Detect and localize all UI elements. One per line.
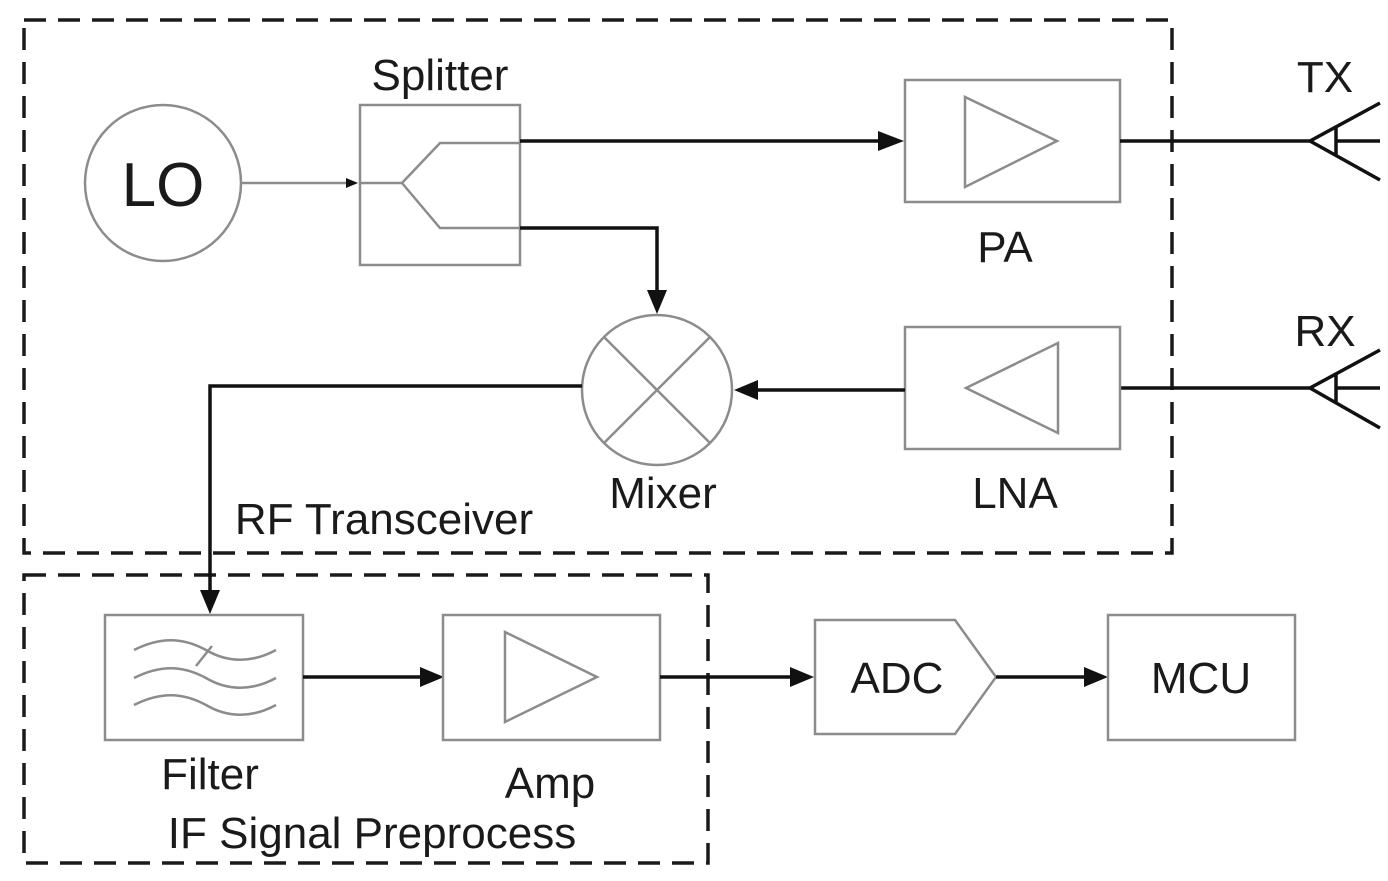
adc-label: ADC — [851, 654, 944, 703]
splitter-to-mixer-line — [520, 226, 659, 292]
filter-label: Filter — [161, 750, 259, 799]
mixer-to-filter-arrow-head — [200, 590, 220, 614]
filter-wave-icon — [133, 639, 277, 716]
lna-to-mixer-arrow-head — [734, 380, 758, 400]
splitter-to-mixer-arrow-head — [647, 290, 667, 314]
filter-to-amp-arrow-head — [420, 667, 444, 687]
amp-block — [441, 613, 662, 742]
amp-label: Amp — [505, 759, 595, 808]
pa-label: PA — [977, 223, 1033, 272]
mixer-label: Mixer — [609, 469, 717, 518]
rx-label: RX — [1294, 307, 1355, 356]
adc-block — [813, 618, 998, 736]
lo-label: LO — [122, 151, 205, 220]
splitter-label: Splitter — [372, 51, 509, 100]
splitter-to-pa-arrow-head — [878, 131, 904, 151]
lna-block — [903, 325, 1122, 451]
tx-antenna-icon — [1309, 101, 1381, 182]
lo-arrow-head — [346, 178, 358, 188]
amp-to-adc-arrow-head — [790, 667, 814, 687]
lna-label: LNA — [972, 469, 1058, 518]
rf-transceiver-label: RF Transceiver — [235, 495, 533, 544]
amp-amplifier-icon — [503, 629, 600, 725]
rx-antenna-icon — [1309, 348, 1381, 430]
mixer-to-filter-line — [208, 384, 582, 592]
mixer-symbol — [603, 336, 711, 444]
rf-transceiver-group — [22, 18, 1174, 555]
pa-amplifier-icon — [963, 95, 1060, 190]
mcu-label: MCU — [1151, 654, 1251, 703]
tx-label: TX — [1297, 53, 1353, 102]
pa-block — [903, 78, 1122, 204]
mcu-block — [1106, 613, 1297, 742]
adc-to-mcu-arrow-head — [1084, 667, 1108, 687]
splitter-symbol — [360, 141, 520, 230]
lna-amplifier-icon — [963, 340, 1060, 436]
if-preprocess-label: IF Signal Preprocess — [168, 809, 576, 858]
splitter-block — [358, 103, 522, 267]
if-preprocess-group — [22, 573, 710, 865]
